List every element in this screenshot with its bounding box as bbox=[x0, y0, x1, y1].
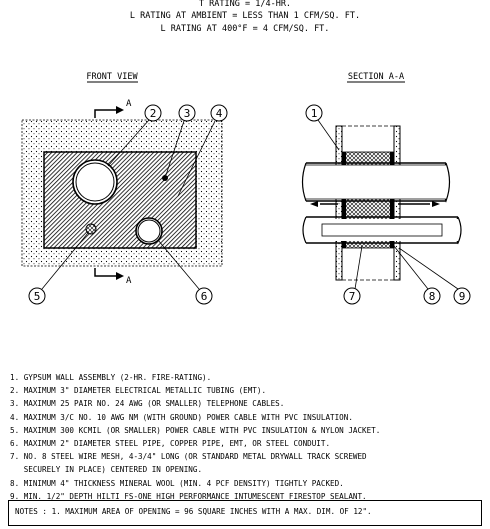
emt-conduit-inner bbox=[75, 162, 115, 202]
legend-item-2: 2. MAXIMUM 3" DIAMETER ELECTRICAL METALL… bbox=[10, 386, 267, 396]
legend-item-7-continued: SECURELY IN PLACE) CENTERED IN OPENING. bbox=[10, 465, 203, 475]
callout-2-front: 2 bbox=[150, 107, 157, 120]
section-cut-arrow-bottom bbox=[116, 272, 124, 280]
t-rating-text: T RATING = 1/4-HR. bbox=[198, 0, 292, 9]
l-rating-ambient-text: L RATING AT AMBIENT = LESS THAN 1 CFM/SQ… bbox=[129, 11, 361, 21]
sealant-left bbox=[342, 152, 346, 248]
steel-pipe bbox=[135, 217, 163, 245]
legend-item-6: 6. MAXIMUM 2" DIAMETER STEEL PIPE, COPPE… bbox=[10, 439, 331, 449]
legend-item-4: 4. MAXIMUM 3/C NO. 10 AWG NM (WITH GROUN… bbox=[10, 412, 353, 422]
callout-4-front: 4 bbox=[216, 107, 223, 120]
steel-pipe-inner bbox=[137, 219, 161, 243]
section-cut-marker-bottom bbox=[94, 268, 116, 277]
legend-item-7: 7. NO. 8 STEEL WIRE MESH, 4-3/4" LONG (O… bbox=[10, 452, 367, 462]
firestop-opening bbox=[43, 151, 197, 249]
legend-list: 1. GYPSUM WALL ASSEMBLY (2-HR. FIRE-RATI… bbox=[10, 371, 485, 503]
callout-5-front: 5 bbox=[34, 290, 41, 303]
callout-7-section: 7 bbox=[349, 290, 356, 303]
section-cut-label-bottom: A bbox=[126, 276, 132, 286]
callout-3-front: 3 bbox=[184, 107, 191, 120]
legend-item-3: 3. MAXIMUM 25 PAIR NO. 24 AWG (OR SMALLE… bbox=[10, 399, 285, 409]
callout-1-section: 1 bbox=[311, 107, 318, 120]
section-emt-conduit bbox=[306, 162, 446, 202]
section-cut-marker-top bbox=[94, 109, 116, 118]
notes-box: NOTES : 1. MAXIMUM AREA OF OPENING = 96 … bbox=[8, 500, 482, 526]
front-view-title: FRONT VIEW bbox=[86, 72, 138, 82]
notes-text: NOTES : 1. MAXIMUM AREA OF OPENING = 96 … bbox=[15, 507, 372, 516]
section-view-title: SECTION A-A bbox=[348, 72, 404, 82]
wall-face-left bbox=[335, 125, 343, 281]
l-rating-400f-text: L RATING AT 400°F = 4 CFM/SQ. FT. bbox=[160, 24, 330, 34]
legend-item-1: 1. GYPSUM WALL ASSEMBLY (2-HR. FIRE-RATI… bbox=[10, 373, 212, 382]
callout-9-section: 9 bbox=[459, 290, 466, 303]
section-cut-label-top: A bbox=[126, 99, 132, 109]
callout-6-front: 6 bbox=[201, 290, 208, 303]
callout-8-section: 8 bbox=[429, 290, 436, 303]
section-steel-pipe bbox=[306, 216, 458, 244]
legend-item-8: 8. MINIMUM 4" THICKNESS MINERAL WOOL (MI… bbox=[10, 478, 344, 488]
emt-conduit bbox=[72, 159, 118, 205]
power-cable bbox=[85, 223, 97, 235]
wall-face-right bbox=[393, 125, 401, 281]
telephone-cable bbox=[162, 175, 168, 181]
legend-item-9: 9. MIN. 1/2" DEPTH HILTI FS-ONE HIGH PER… bbox=[10, 491, 367, 501]
sealant-right bbox=[390, 152, 394, 248]
legend-item-5: 5. MAXIMUM 300 KCMIL (OR SMALLER) POWER … bbox=[10, 425, 381, 435]
section-cut-arrow-top bbox=[116, 106, 124, 114]
